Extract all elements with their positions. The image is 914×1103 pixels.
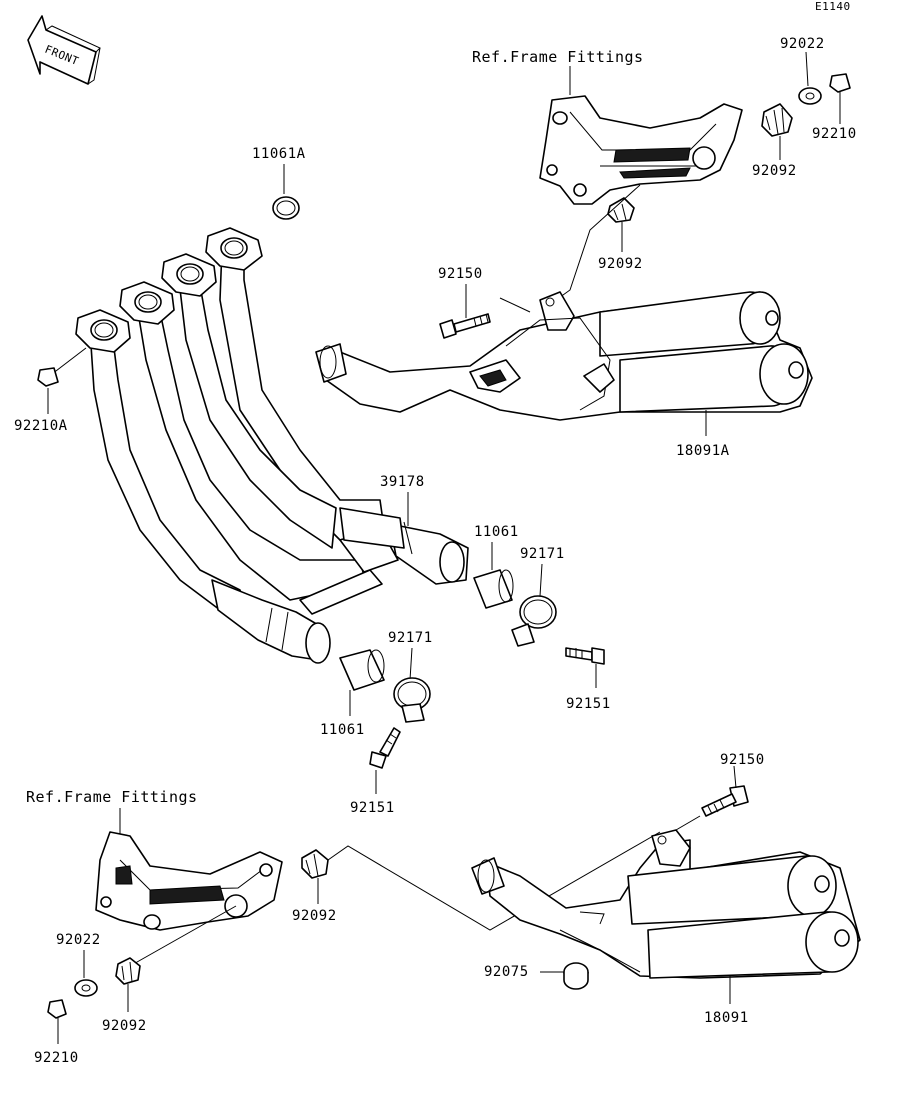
gasket-11061-left xyxy=(339,649,385,691)
collar-92092-bottom-left xyxy=(115,957,141,985)
nut-92210-bottom xyxy=(47,999,67,1019)
label-92150-top: 92150 xyxy=(438,266,483,282)
ref-label-top: Ref.Frame Fittings xyxy=(472,48,644,66)
ref-label-bottom: Ref.Frame Fittings xyxy=(26,788,198,806)
gasket-11061-right xyxy=(473,569,514,609)
washer-92022-top xyxy=(798,87,822,105)
clamp-92171-right xyxy=(511,595,557,647)
exhaust-header-pipes xyxy=(75,227,469,664)
label-92092-top-mid: 92092 xyxy=(598,256,643,272)
bolt-92150-top xyxy=(439,313,491,339)
label-11061A: 11061A xyxy=(252,146,306,162)
label-92092-bottom-mid: 92092 xyxy=(292,908,337,924)
label-18091A: 18091A xyxy=(676,443,730,459)
frame-bracket-bottom xyxy=(95,831,283,931)
label-92022-bottom: 92022 xyxy=(56,932,101,948)
label-92210-top: 92210 xyxy=(812,126,857,142)
nut-92210A xyxy=(37,367,59,387)
washer-92022-bottom xyxy=(74,979,98,997)
label-11061-left: 11061 xyxy=(320,722,365,738)
label-92150-bottom: 92150 xyxy=(720,752,765,768)
bolt-92150-bottom xyxy=(701,785,749,817)
collar-92092-top-right xyxy=(761,103,793,137)
frame-bracket-top xyxy=(539,95,743,205)
muffler-18091 xyxy=(471,829,861,979)
label-92171-right: 92171 xyxy=(520,546,565,562)
collar-92092-bottom-mid xyxy=(301,849,329,879)
label-92075: 92075 xyxy=(484,964,529,980)
label-11061-right: 11061 xyxy=(474,524,519,540)
label-92092-bottom-left: 92092 xyxy=(102,1018,147,1034)
label-92151-left: 92151 xyxy=(350,800,395,816)
front-arrow-icon: FRONT xyxy=(27,15,101,85)
label-92022-top: 92022 xyxy=(780,36,825,52)
label-92210A: 92210A xyxy=(14,418,68,434)
muffler-18091A xyxy=(315,291,813,421)
label-92171-mid: 92171 xyxy=(388,630,433,646)
label-18091: 18091 xyxy=(704,1010,749,1026)
bolt-92151-left xyxy=(369,727,401,769)
nut-92210-top xyxy=(829,73,851,93)
bolt-92151-right xyxy=(565,647,605,665)
label-92210-bottom: 92210 xyxy=(34,1050,79,1066)
label-39178: 39178 xyxy=(380,474,425,490)
label-92092-top-right: 92092 xyxy=(752,163,797,179)
gasket-11061A xyxy=(272,196,300,220)
diagram-id: E1140 xyxy=(815,0,851,13)
clamp-92171-mid xyxy=(393,677,431,723)
cap-92075 xyxy=(563,962,589,990)
label-92151-right: 92151 xyxy=(566,696,611,712)
